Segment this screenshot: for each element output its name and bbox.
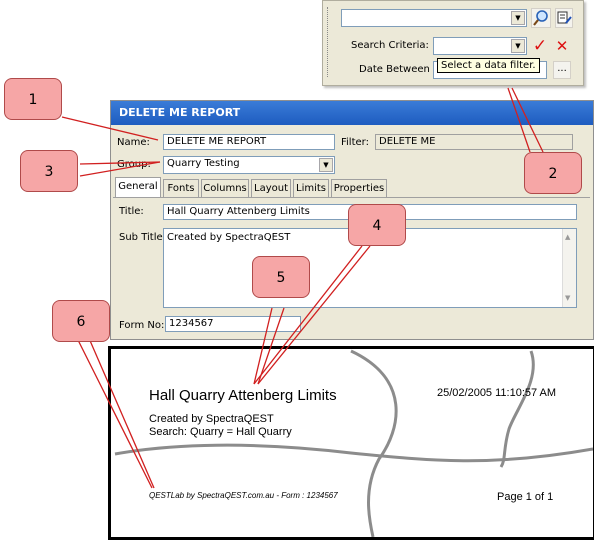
- title-label: Title:: [119, 206, 144, 217]
- report-title: Hall Quarry Attenberg Limits: [149, 387, 337, 404]
- page-curves: [114, 349, 593, 537]
- callout-6: 6: [52, 300, 110, 342]
- options-icon[interactable]: [555, 8, 573, 28]
- chevron-down-icon[interactable]: ▼: [511, 11, 525, 25]
- search-toolbar: ▼ Search Criteria: ▼ ✓ ✕ Date Between Se…: [322, 0, 584, 86]
- date-between-label: Date Between: [359, 64, 430, 75]
- name-input[interactable]: DELETE ME REPORT: [163, 134, 335, 150]
- group-label: Group:: [117, 159, 151, 170]
- callout-2: 2: [524, 152, 582, 194]
- report-footer: QESTLab by SpectraQEST.com.au - Form : 1…: [149, 491, 338, 500]
- formno-label: Form No:: [119, 320, 165, 331]
- filter-field: DELETE ME: [375, 134, 573, 150]
- tab-limits[interactable]: Limits: [293, 179, 329, 197]
- subtitle-text: Created by SpectraQEST: [167, 232, 291, 243]
- browse-button[interactable]: ...: [553, 61, 571, 79]
- report-subtitle: Created by SpectraQEST: [149, 413, 274, 425]
- subtitle-label: Sub Title:: [119, 232, 167, 243]
- tab-strip: General Fonts Columns Layout Limits Prop…: [115, 177, 585, 199]
- tab-general[interactable]: General: [115, 177, 161, 197]
- name-label: Name:: [117, 137, 150, 148]
- report-page-number: Page 1 of 1: [497, 491, 554, 503]
- dialog-title: DELETE ME REPORT: [111, 101, 593, 125]
- tab-layout[interactable]: Layout: [251, 179, 291, 197]
- chevron-down-icon[interactable]: ▼: [511, 39, 525, 53]
- scroll-down-icon[interactable]: ▼: [565, 294, 571, 302]
- tab-fonts[interactable]: Fonts: [163, 179, 199, 197]
- search-criteria-combo[interactable]: ▼: [433, 37, 527, 55]
- callout-1: 1: [4, 78, 62, 120]
- tab-columns[interactable]: Columns: [201, 179, 249, 197]
- report-search-line: Search: Quarry = Hall Quarry: [149, 426, 292, 438]
- callout-5: 5: [252, 256, 310, 298]
- report-datetime: 25/02/2005 11:10:57 AM: [437, 387, 557, 399]
- filter-label: Filter:: [341, 137, 369, 148]
- scroll-up-icon[interactable]: ▲: [565, 233, 571, 241]
- search-criteria-label: Search Criteria:: [351, 40, 429, 51]
- top-combo-box[interactable]: ▼: [341, 9, 527, 27]
- filter-tooltip: Select a data filter.: [437, 58, 540, 73]
- toolbar-grip[interactable]: [327, 7, 330, 77]
- report-preview: Hall Quarry Attenberg Limits Created by …: [108, 346, 594, 540]
- callout-4: 4: [348, 204, 406, 246]
- magnifier-icon[interactable]: [531, 8, 551, 28]
- clear-icon[interactable]: ✕: [555, 37, 569, 55]
- tab-properties[interactable]: Properties: [331, 179, 387, 197]
- formno-input[interactable]: 1234567: [165, 316, 301, 332]
- subtitle-scrollbar[interactable]: ▲ ▼: [562, 229, 576, 307]
- checkmark-icon[interactable]: ✓: [532, 36, 548, 56]
- chevron-down-icon[interactable]: ▼: [319, 158, 333, 172]
- callout-3: 3: [20, 150, 78, 192]
- group-select[interactable]: Quarry Testing ▼: [163, 156, 335, 174]
- group-select-value: Quarry Testing: [167, 158, 240, 169]
